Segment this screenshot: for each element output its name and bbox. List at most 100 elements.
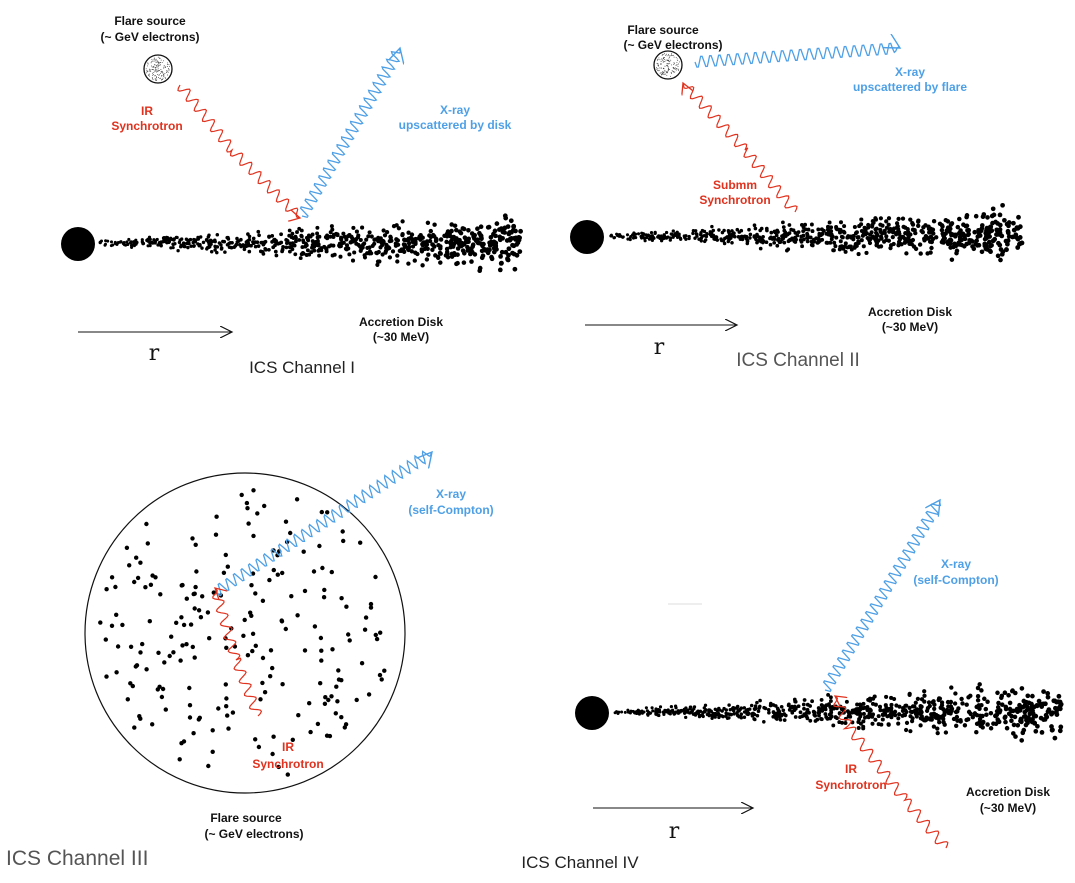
disk-particle: [409, 232, 415, 237]
disk-particle: [644, 706, 648, 710]
disk-particle: [849, 710, 854, 715]
disk-particle: [855, 702, 860, 707]
electron-speck: [676, 61, 678, 63]
electron-speck: [668, 57, 670, 59]
electron-dot: [223, 552, 228, 558]
disk-particle: [724, 714, 728, 719]
electron-dot: [267, 577, 272, 583]
electron-speck: [657, 64, 659, 66]
disk-particle: [948, 222, 954, 227]
disk-particle: [365, 251, 370, 256]
disk-particle: [694, 229, 698, 233]
disk-particle: [838, 239, 843, 244]
disk-particle: [766, 707, 771, 712]
electron-speck: [666, 71, 668, 73]
disk-particle: [727, 236, 732, 241]
flare-electron-dots: [98, 488, 387, 777]
disk-particle: [304, 253, 309, 257]
disk-particle: [1015, 236, 1021, 242]
disk-particle: [135, 240, 139, 245]
disk-particle: [878, 234, 884, 239]
electron-dot: [125, 697, 130, 702]
synchrotron-label: Synchrotron: [815, 778, 886, 792]
disk-particle: [349, 239, 354, 245]
electron-dot: [335, 699, 340, 704]
electron-speck: [154, 63, 156, 65]
electron-dot: [120, 622, 125, 628]
disk-particle: [964, 702, 969, 707]
electron-dot: [143, 585, 148, 590]
disk-particle: [461, 226, 467, 232]
disk-particle: [494, 221, 500, 226]
electron-dot: [160, 686, 166, 692]
electron-dot: [315, 721, 321, 727]
disk-particle: [799, 234, 804, 239]
disk-particle: [257, 233, 261, 238]
electron-speck: [152, 69, 154, 70]
electron-dot: [280, 682, 285, 687]
disk-particle: [661, 235, 665, 240]
disk-particle: [148, 241, 152, 245]
electron-speck: [154, 70, 156, 72]
disk-particle: [861, 701, 866, 706]
disk-particle: [329, 224, 334, 229]
disk-particle: [643, 239, 647, 243]
disk-particle: [730, 241, 734, 245]
disk-particle: [755, 713, 760, 718]
disk-particle: [988, 726, 994, 731]
disk-particle: [233, 244, 238, 248]
disk-particle: [874, 243, 879, 248]
disk-particle: [687, 236, 691, 241]
disk-particle: [777, 240, 782, 245]
disk-particle: [1002, 217, 1007, 223]
disk-particle: [966, 709, 972, 715]
electron-speck: [657, 58, 659, 60]
disk-particle: [713, 237, 717, 242]
disk-particle: [877, 704, 883, 709]
disk-particle: [735, 227, 740, 232]
disk-particle: [384, 229, 390, 235]
disk-particle: [889, 715, 894, 720]
disk-particle: [774, 233, 779, 238]
disk-particle: [207, 233, 211, 237]
disk-particle: [647, 710, 651, 714]
disk-particle: [656, 708, 660, 712]
disk-particle: [984, 228, 989, 233]
disk-particle: [997, 222, 1003, 228]
disk-particle: [769, 230, 774, 235]
disk-particle: [297, 238, 302, 242]
disk-particle: [956, 706, 961, 711]
disk-particle: [156, 243, 160, 247]
disk-particle: [742, 715, 747, 719]
disk-particle: [273, 249, 278, 254]
electron-dot: [167, 653, 172, 659]
disk-particle: [905, 226, 910, 232]
disk-particle: [406, 247, 411, 253]
disk-particle: [1022, 709, 1028, 715]
electron-dot: [334, 684, 339, 689]
panel-caption: ICS Channel III: [6, 847, 148, 870]
disk-particle: [691, 231, 695, 236]
disk-particle: [1019, 240, 1025, 246]
disk-particle: [497, 267, 503, 273]
disk-particle: [997, 708, 1003, 713]
disk-particle: [1033, 728, 1039, 734]
electron-dot: [171, 650, 176, 655]
electron-speck: [160, 62, 161, 63]
disk-particle: [978, 228, 984, 234]
disk-particle: [317, 234, 322, 239]
disk-particle: [215, 233, 220, 237]
disk-particle: [213, 239, 217, 244]
submm-synchrotron-wave: [683, 83, 798, 213]
disk-particle: [856, 235, 861, 240]
disk-particle: [813, 713, 818, 718]
disk-particle: [742, 706, 747, 710]
disk-particle: [309, 250, 314, 255]
disk-particle: [328, 230, 333, 235]
electron-speck: [673, 71, 675, 73]
disk-particle: [941, 713, 946, 718]
disk-particle: [1023, 713, 1028, 719]
disk-particle: [626, 708, 630, 712]
electron-dot: [132, 725, 137, 730]
disk-particle: [341, 240, 346, 245]
